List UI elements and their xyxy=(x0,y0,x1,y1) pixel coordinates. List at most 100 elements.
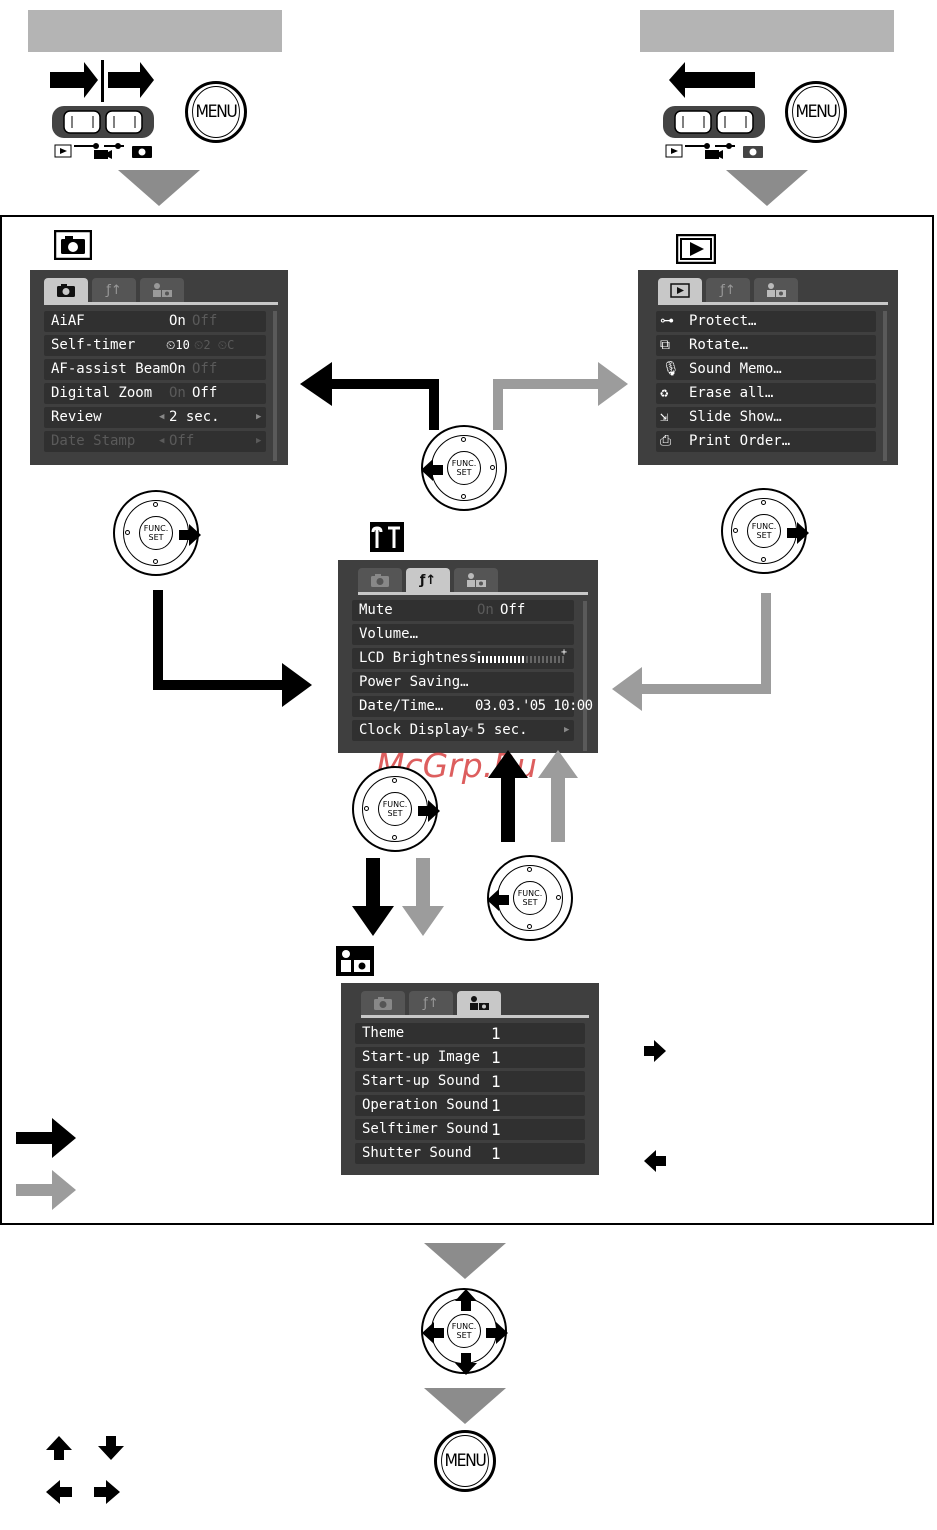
menu-navigation-box xyxy=(0,215,934,1225)
mycamera-icon xyxy=(470,996,489,1010)
arrow-right-icon xyxy=(418,800,440,822)
tab-playback[interactable] xyxy=(658,278,702,302)
camera-icon xyxy=(54,230,92,260)
microphone-icon: 🎙 xyxy=(662,361,680,377)
tools-icon: ƒ↑ xyxy=(106,282,122,298)
arrow-left-icon: ◀ xyxy=(467,725,473,735)
menu-row-rotate[interactable]: ⧉Rotate… xyxy=(656,335,876,356)
menu-button-label: MENU xyxy=(441,1435,489,1487)
camera-icon xyxy=(371,573,389,587)
menu-row-protect[interactable]: ⊶Protect… xyxy=(656,311,876,332)
tab-shooting[interactable] xyxy=(358,568,402,592)
func-set-dial-four-way[interactable]: FUNC.SET xyxy=(421,1288,508,1375)
arrow-right-icon: ▶ xyxy=(256,412,262,422)
func-set-button[interactable]: FUNC.SET xyxy=(447,451,481,485)
mode-switch-playback xyxy=(663,62,765,159)
left-header-bar xyxy=(28,10,282,52)
tools-icon: ƒ↑ xyxy=(720,282,736,298)
mycamera-icon xyxy=(767,283,786,297)
tab-mycamera[interactable] xyxy=(754,278,798,302)
func-set-button[interactable]: FUNC.SET xyxy=(139,516,173,550)
rotate-icon: ⧉ xyxy=(660,337,670,353)
tab-mycamera[interactable] xyxy=(454,568,498,592)
tab-shooting[interactable] xyxy=(44,278,88,302)
flow-arrows-top xyxy=(300,362,628,430)
tab-mycamera[interactable] xyxy=(140,278,184,302)
mycamera-icon xyxy=(336,946,374,976)
func-set-dial-right-press[interactable]: FUNC.SET xyxy=(721,488,809,574)
step-arrow-down xyxy=(118,170,200,206)
step-arrow-down xyxy=(424,1388,506,1424)
menu-row-self-timer[interactable]: Self-timer⏲10⏲2 ⏲C xyxy=(44,335,266,356)
menu-row-date-time[interactable]: Date/Time…03.03.'05 10:00 xyxy=(352,696,593,717)
menu-button-shooting[interactable]: MENU xyxy=(185,81,247,143)
func-set-dial-left-press[interactable]: FUNC.SET xyxy=(487,855,573,941)
tools-icon: ƒ↑ xyxy=(419,572,437,588)
print-icon: ⎙ xyxy=(660,433,672,449)
menu-row-sound-memo[interactable]: 🎙Sound Memo… xyxy=(656,359,876,380)
menu-row-erase-all[interactable]: ♻Erase all… xyxy=(656,383,876,404)
tab-setup[interactable]: ƒ↑ xyxy=(706,278,750,302)
legend-gray-arrow xyxy=(16,1170,76,1210)
menu-button-close[interactable]: MENU xyxy=(434,1430,496,1492)
func-set-button[interactable]: FUNC.SET xyxy=(513,881,547,915)
playback-icon xyxy=(676,234,716,264)
func-set-dial-right-press[interactable]: FUNC.SET xyxy=(352,766,440,852)
arrow-right-icon xyxy=(486,1322,508,1344)
tab-setup[interactable]: ƒ↑ xyxy=(92,278,136,302)
flow-arrows-down xyxy=(352,858,444,936)
func-set-button[interactable]: FUNC.SET xyxy=(747,514,781,548)
func-set-dial-left-press[interactable]: FUNC.SET xyxy=(421,425,507,511)
menu-row-power-saving[interactable]: Power Saving… xyxy=(352,672,574,693)
arrow-left-icon xyxy=(421,459,443,481)
key-icon: ⊶ xyxy=(660,313,674,329)
camera-icon xyxy=(57,283,75,297)
playback-menu-screen: ƒ↑ ⊶Protect… ⧉Rotate… 🎙Sound Memo… ♻Eras… xyxy=(638,270,898,465)
menu-row-date-stamp: Date Stamp◀Off▶ xyxy=(44,431,266,452)
func-set-button[interactable]: FUNC.SET xyxy=(378,792,412,826)
tab-shooting[interactable] xyxy=(361,991,405,1015)
tab-mycamera[interactable] xyxy=(457,991,501,1015)
menu-button-label: MENU xyxy=(792,86,840,138)
step-arrow-down xyxy=(424,1243,506,1279)
menu-button-playback[interactable]: MENU xyxy=(785,81,847,143)
arrow-left-icon xyxy=(644,1150,666,1172)
tools-icon: ƒ↑ xyxy=(423,995,439,1011)
brightness-slider[interactable] xyxy=(478,656,566,663)
func-set-dial-right-press[interactable]: FUNC.SET xyxy=(113,490,201,576)
flow-arrows-middle xyxy=(153,590,771,711)
menu-row-print-order[interactable]: ⎙Print Order… xyxy=(656,431,876,452)
playback-icon xyxy=(670,282,690,298)
func-set-button[interactable]: FUNC.SET xyxy=(447,1314,481,1348)
legend-black-arrow xyxy=(16,1118,76,1158)
arrow-left-icon xyxy=(422,1322,444,1344)
tab-setup[interactable]: ƒ↑ xyxy=(409,991,453,1015)
arrow-up-icon xyxy=(46,1436,72,1460)
menu-row-review[interactable]: Review◀2 sec.▶ xyxy=(44,407,266,428)
brightness-slider-fill xyxy=(478,656,527,663)
arrow-left-icon xyxy=(487,889,509,911)
menu-row-lcd-brightness[interactable]: LCD Brightness - + xyxy=(352,647,574,669)
menu-row-slide-show[interactable]: ⇲Slide Show… xyxy=(656,407,876,428)
arrow-right-icon xyxy=(787,522,809,544)
arrow-down-icon xyxy=(455,1353,477,1375)
tab-setup[interactable]: ƒ↑ xyxy=(406,568,450,592)
arrow-right-icon: ▶ xyxy=(564,725,570,735)
menu-row-volume[interactable]: Volume… xyxy=(352,624,574,645)
flow-arrows-up xyxy=(488,750,578,842)
menu-row-clock-display[interactable]: Clock Display◀5 sec.▶ xyxy=(352,720,574,741)
arrow-right-icon xyxy=(179,524,201,546)
